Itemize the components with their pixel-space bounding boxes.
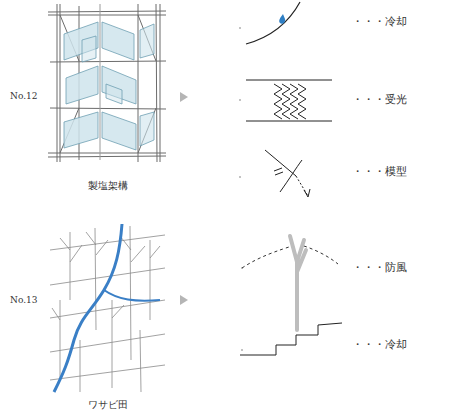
model-icon xyxy=(265,150,310,197)
windbreak-icon xyxy=(242,236,338,330)
figure-caption: ワサビ田 xyxy=(88,399,128,411)
function-label: ・・・受光 xyxy=(352,93,407,106)
arrow-marker xyxy=(180,295,188,305)
wasabi-field-sketch xyxy=(50,226,165,392)
salt-frame-panels xyxy=(64,22,154,150)
function-label: ・・・冷却 xyxy=(352,15,407,28)
function-label: ・・・冷却 xyxy=(352,338,407,351)
arrow-marker xyxy=(180,92,188,102)
wasabi-stream xyxy=(54,224,122,392)
salt-frame-sketch xyxy=(48,4,166,162)
figure-caption: 製塩架構 xyxy=(88,180,128,192)
callout-number: No.13 xyxy=(10,295,37,306)
wasabi-stream-branch xyxy=(104,290,160,301)
callout-number: No.12 xyxy=(10,91,37,102)
function-label: ・・・防風 xyxy=(352,261,407,274)
light-receiving-icon xyxy=(246,80,332,121)
cooling-icon xyxy=(246,2,300,44)
function-label: ・・・模型 xyxy=(352,165,407,178)
small-dots xyxy=(239,27,243,351)
steps-icon xyxy=(240,323,342,355)
